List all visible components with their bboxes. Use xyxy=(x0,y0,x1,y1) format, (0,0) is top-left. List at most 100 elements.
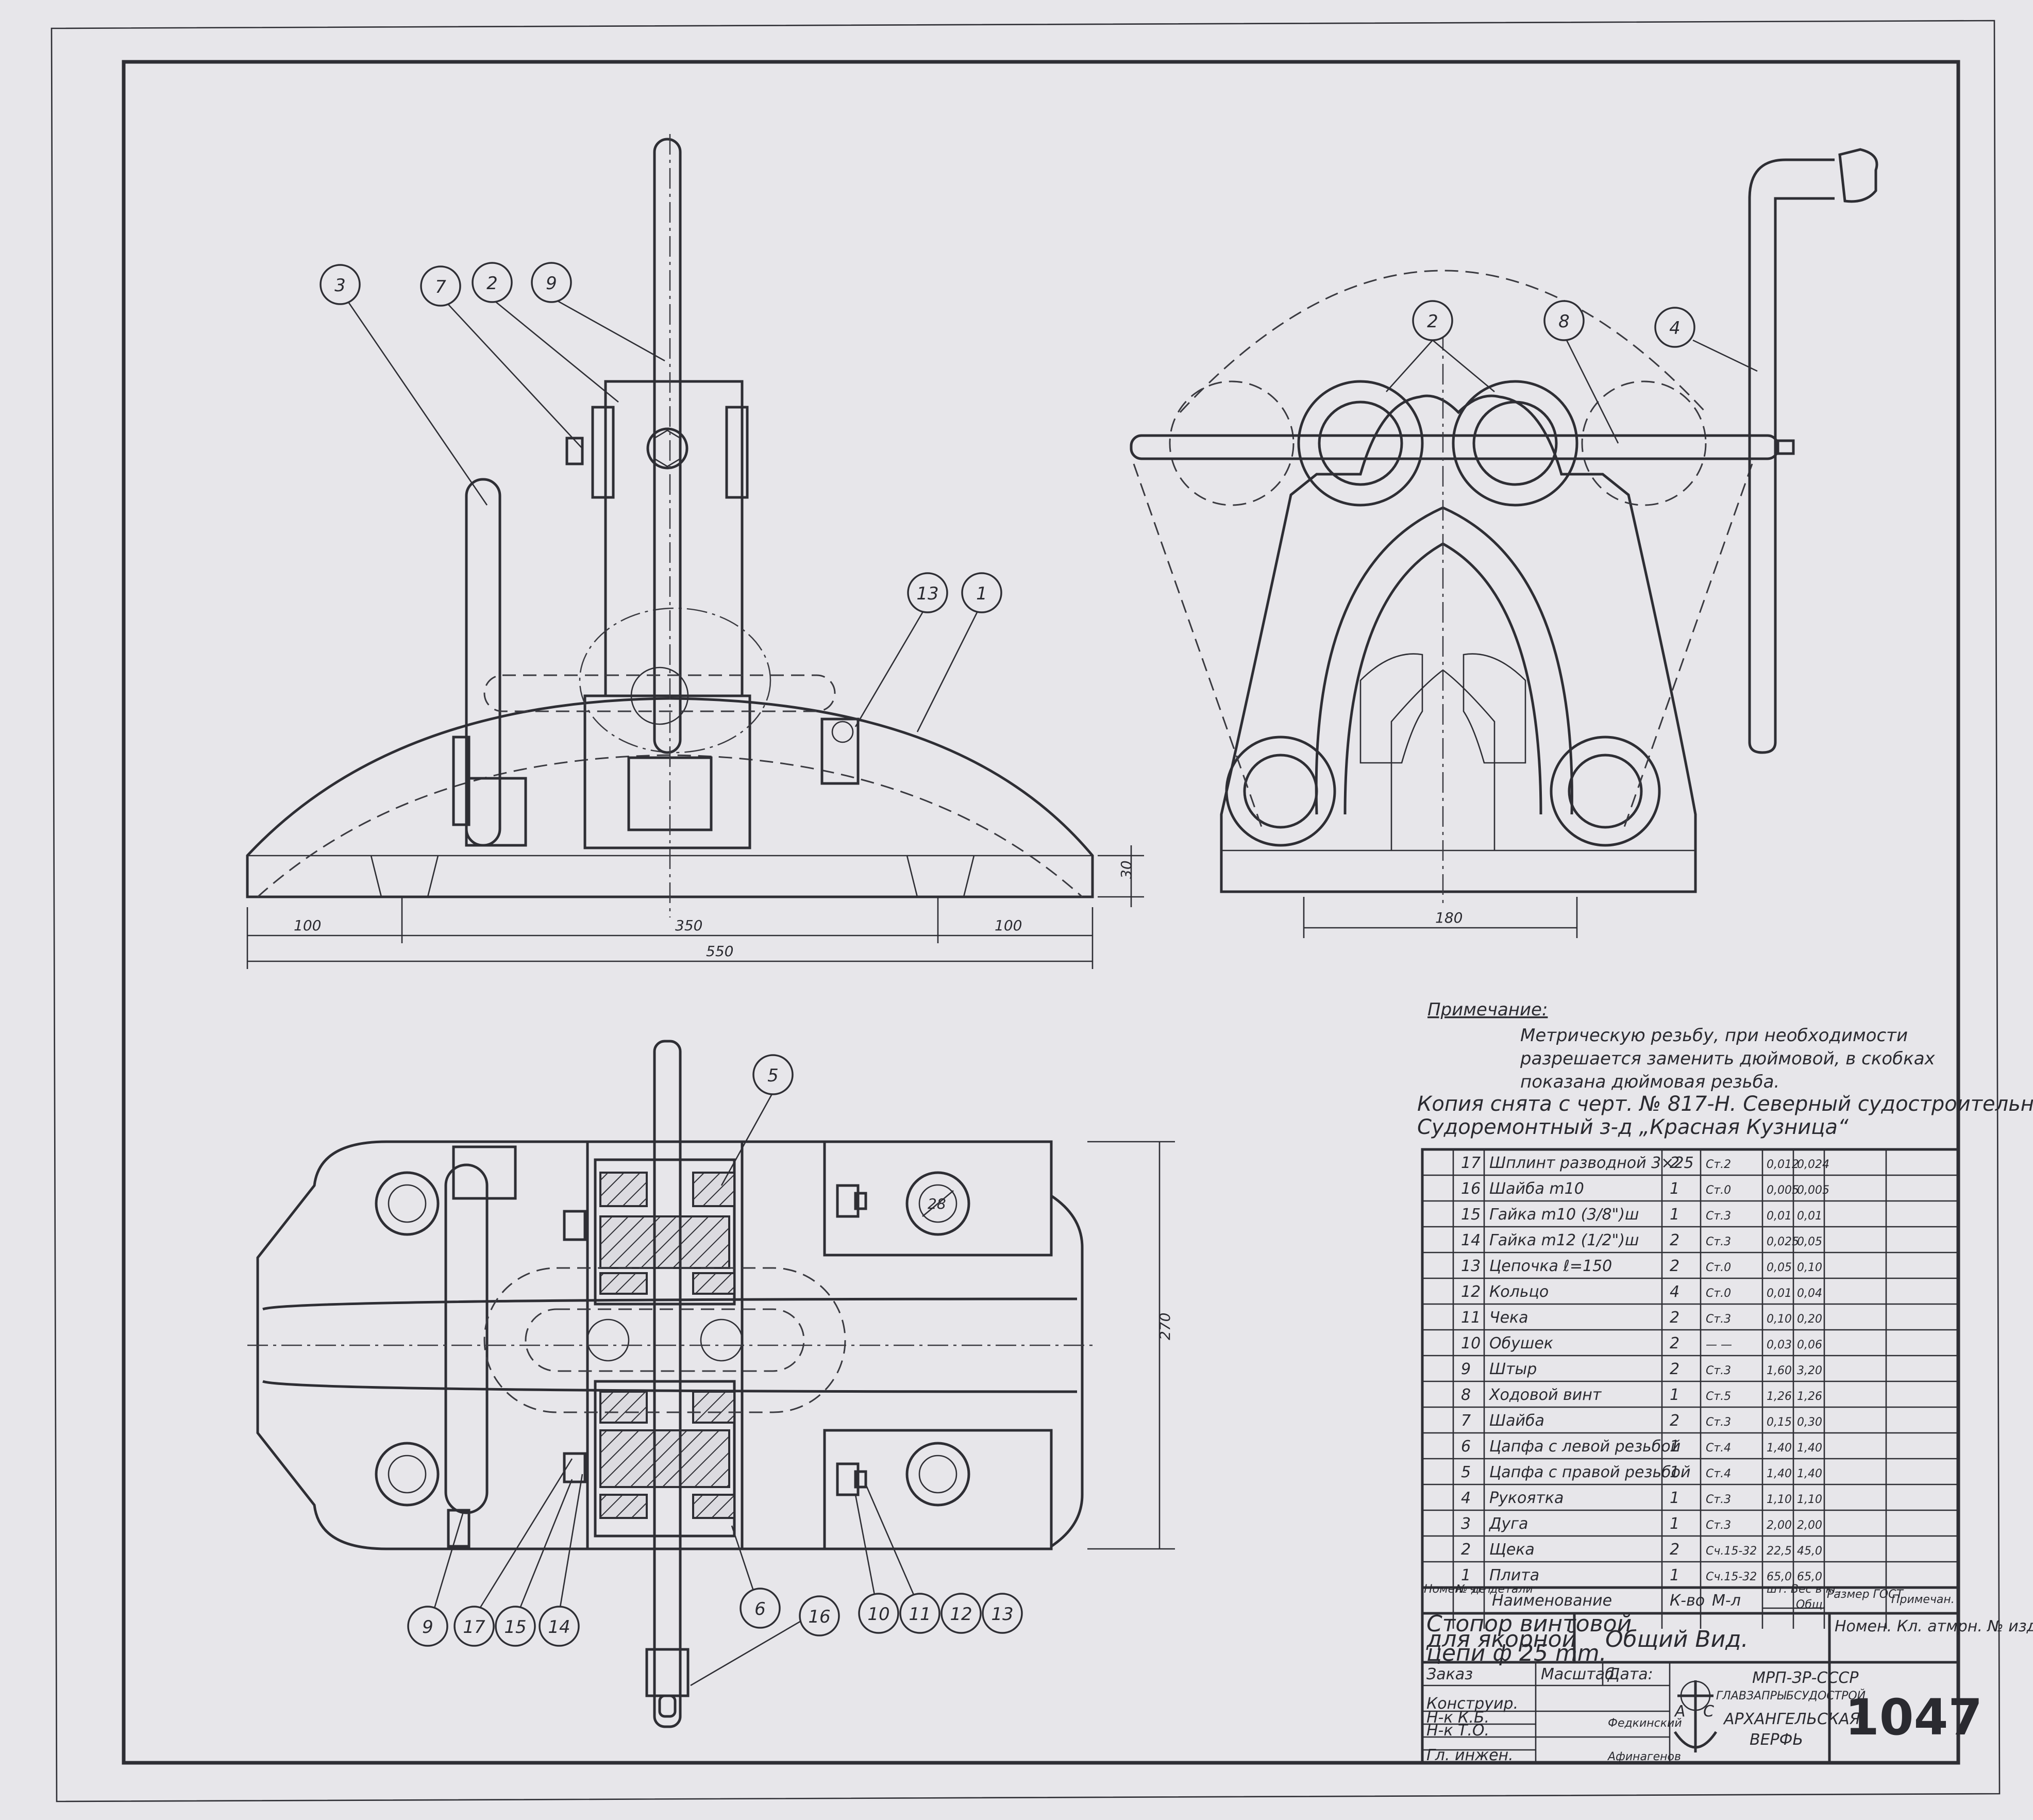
notes: Примечание: Метрическую резьбу, при необ… xyxy=(1417,999,2033,1139)
parts-row-6-material: Ст.4 xyxy=(1706,1442,1731,1455)
parts-row-12-name: Кольцо xyxy=(1489,1283,1549,1301)
svg-text:4: 4 xyxy=(1669,318,1681,339)
parts-row-12-qty: 4 xyxy=(1670,1283,1679,1301)
parts-row-14-pos: 14 xyxy=(1461,1231,1481,1249)
role-to: Н-к Т.О. xyxy=(1426,1722,1489,1740)
org-2: ГЛАВЗАПРЫБСУДОСТРОЙ xyxy=(1716,1689,1866,1702)
svg-text:10: 10 xyxy=(867,1604,889,1625)
parts-row-17-w1: 0,012 xyxy=(1767,1158,1799,1171)
parts-row-5-material: Ст.4 xyxy=(1706,1467,1731,1480)
parts-row-17-wt: 0,024 xyxy=(1797,1158,1829,1171)
note-heading: Примечание: xyxy=(1427,999,1548,1020)
parts-row-11-wt: 0,20 xyxy=(1797,1313,1822,1326)
callout-14: 14 xyxy=(539,1606,580,1647)
parts-row-15-material: Ст.3 xyxy=(1706,1210,1731,1223)
label-date: Дата: xyxy=(1607,1665,1653,1683)
parts-row-3-wt: 2,00 xyxy=(1797,1519,1822,1532)
parts-row-8-w1: 1,26 xyxy=(1767,1390,1792,1403)
callout-6: 6 xyxy=(740,1588,781,1629)
parts-row-3-w1: 2,00 xyxy=(1767,1519,1792,1532)
parts-row-13-qty: 2 xyxy=(1670,1257,1679,1275)
parts-row-8-material: Ст.5 xyxy=(1706,1390,1731,1403)
parts-row-17-material: Ст.2 xyxy=(1706,1158,1731,1171)
parts-row-16-qty: 1 xyxy=(1670,1180,1679,1198)
svg-text:15: 15 xyxy=(504,1617,526,1638)
title-name-3: цепи ф 25 mm. xyxy=(1426,1640,1607,1666)
parts-row-14-w1: 0,025 xyxy=(1767,1235,1799,1248)
title-nomen: Номен. Кл. атмрн. № изделия xyxy=(1835,1617,2033,1635)
note-line-1: Метрическую резьбу, при необходимости xyxy=(1520,1025,1908,1046)
hdr-nomen: Номен. чт. детали xyxy=(1424,1583,1533,1596)
parts-row-2-material: Сч.15-32 xyxy=(1706,1545,1757,1558)
parts-row-2-pos: 2 xyxy=(1461,1541,1471,1559)
parts-row-10-w1: 0,03 xyxy=(1767,1339,1792,1351)
signer-1: Федкинский xyxy=(1608,1717,1682,1730)
note-line-3: показана дюймовая резьба. xyxy=(1520,1072,1779,1092)
parts-row-13-pos: 13 xyxy=(1461,1257,1481,1275)
copy-line-2: Судоремонтный з-д „Красная Кузница“ xyxy=(1417,1115,1849,1139)
parts-row-10-pos: 10 xyxy=(1461,1334,1481,1353)
parts-row-4-qty: 1 xyxy=(1670,1489,1679,1507)
drawing-number: 1047 xyxy=(1845,1689,1982,1746)
callout-12: 12 xyxy=(940,1593,982,1634)
parts-row-13-material: Ст.0 xyxy=(1706,1261,1731,1274)
callout-5: 5 xyxy=(752,1054,794,1095)
parts-row-11-qty: 2 xyxy=(1670,1309,1679,1327)
parts-row-8-wt: 1,26 xyxy=(1797,1390,1822,1403)
dim-550: 550 xyxy=(706,943,733,960)
svg-text:С: С xyxy=(1703,1702,1714,1721)
parts-row-9-w1: 1,60 xyxy=(1767,1364,1792,1377)
title-name-1: Стопор винтовой xyxy=(1426,1611,1632,1637)
parts-row-1-name: Плита xyxy=(1489,1566,1539,1584)
parts-row-7-material: Ст.3 xyxy=(1706,1416,1731,1429)
parts-row-7-wt: 0,30 xyxy=(1797,1416,1822,1429)
parts-row-17-name: Шплинт разводной 3×25 xyxy=(1489,1154,1694,1172)
parts-row-13-wt: 0,10 xyxy=(1797,1261,1822,1274)
front-view xyxy=(246,134,1094,917)
callout-16: 16 xyxy=(799,1595,840,1637)
callout-7: 7 xyxy=(420,265,461,307)
svg-text:13: 13 xyxy=(991,1604,1013,1625)
parts-row-6-pos: 6 xyxy=(1461,1438,1471,1456)
parts-row-15-wt: 0,01 xyxy=(1797,1210,1822,1223)
svg-text:12: 12 xyxy=(950,1604,972,1625)
parts-row-16-pos: 16 xyxy=(1461,1180,1481,1198)
hdr-name: Наименование xyxy=(1492,1592,1612,1610)
parts-row-11-pos: 11 xyxy=(1461,1309,1481,1327)
callout-17: 17 xyxy=(453,1606,495,1647)
parts-row-6-wt: 1,40 xyxy=(1797,1442,1822,1455)
front-view-dimensions: 100 350 100 550 30 xyxy=(246,845,1144,969)
dim-100-left: 100 xyxy=(294,917,321,934)
parts-row-7-pos: 7 xyxy=(1461,1412,1471,1430)
drawing-frame xyxy=(122,60,1960,1765)
org-3: АРХАНГЕЛЬСКАЯ xyxy=(1723,1710,1860,1728)
plan-view: 28 xyxy=(247,1040,1093,1728)
callout-3: 3 xyxy=(320,264,361,305)
parts-row-9-pos: 9 xyxy=(1461,1360,1471,1378)
callout-4: 4 xyxy=(1654,307,1695,348)
svg-text:3: 3 xyxy=(334,275,346,296)
parts-row-6-w1: 1,40 xyxy=(1767,1442,1792,1455)
signer-2: Афинагенов xyxy=(1607,1750,1681,1763)
parts-row-4-name: Рукоятка xyxy=(1489,1489,1564,1507)
callout-9: 9 xyxy=(531,262,572,303)
parts-row-1-qty: 1 xyxy=(1670,1566,1679,1584)
parts-row-1-pos: 1 xyxy=(1461,1566,1471,1584)
callout-13-front: 13 xyxy=(907,572,948,613)
svg-text:7: 7 xyxy=(435,277,446,297)
title-block: Стопор винтовой для якорной цепи ф 25 mm… xyxy=(1421,1611,2033,1764)
parts-row-10-name: Обушек xyxy=(1489,1334,1553,1353)
hdr-weight: шт. Вес в кг. xyxy=(1767,1583,1842,1596)
parts-row-2-name: Щека xyxy=(1489,1541,1535,1559)
svg-text:16: 16 xyxy=(808,1607,830,1627)
parts-row-10-qty: 2 xyxy=(1670,1334,1679,1353)
parts-row-7-name: Шайба xyxy=(1489,1412,1544,1430)
parts-row-2-qty: 2 xyxy=(1670,1541,1679,1559)
parts-row-9-wt: 3,20 xyxy=(1797,1364,1822,1377)
hdr-qty: К-во xyxy=(1670,1592,1705,1610)
parts-row-9-name: Штыр xyxy=(1489,1360,1537,1378)
parts-row-2-wt: 45,0 xyxy=(1797,1545,1822,1558)
callout-10: 10 xyxy=(858,1593,899,1634)
org-1: МРП-ЗР-СССР xyxy=(1752,1669,1859,1687)
